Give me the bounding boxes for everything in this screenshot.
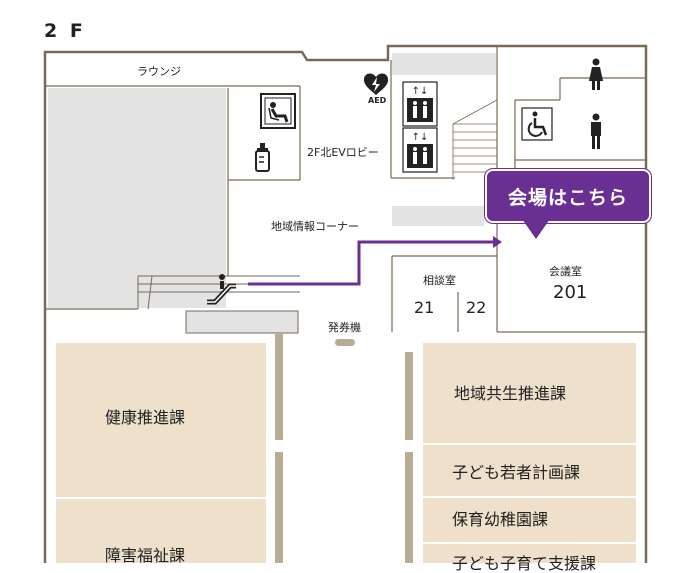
- office-childcare-area: [423, 544, 636, 563]
- office-health-area: [56, 343, 266, 497]
- office-disability-area: [56, 499, 266, 563]
- ticket-machine-label: 発券機: [328, 321, 361, 334]
- office-health-label: 健康推進課: [105, 408, 186, 427]
- office-childcare-label: 子ども子育て支援課: [452, 554, 597, 573]
- aed-label: AED: [368, 96, 387, 105]
- office-youth-area: [423, 445, 636, 496]
- male-icon: [591, 113, 601, 149]
- route-arrow: [248, 236, 502, 286]
- female-icon: [589, 58, 603, 90]
- baby-bottle-icon: [255, 143, 270, 172]
- office-community-label: 地域共生推進課: [454, 384, 567, 403]
- staircase: [452, 99, 498, 180]
- ev-lobby-label: 2F北EVロビー: [307, 146, 379, 159]
- consult-room-22: 22: [466, 298, 487, 317]
- info-corner-label: 地域情報コーナー: [271, 220, 359, 233]
- office-youth-label: 子ども若者計画課: [452, 463, 581, 482]
- meeting-room-number: 201: [553, 282, 588, 303]
- svg-text:↑↓: ↑↓: [412, 132, 429, 143]
- atrium-void: [48, 88, 226, 308]
- office-nursery-label: 保育幼稚園課: [452, 510, 549, 529]
- venue-callout-pointer: [522, 219, 550, 239]
- shaft-block: [392, 53, 496, 75]
- office-nursery-area: [423, 498, 636, 542]
- elevator-icon[interactable]: ↑↓: [402, 127, 438, 173]
- aed-heart-icon: [363, 73, 389, 95]
- ev-corridor-block: [392, 206, 484, 226]
- escalator-icon: [207, 274, 236, 305]
- ticket-machine[interactable]: [335, 339, 355, 346]
- outer-walls: [43, 44, 648, 563]
- svg-text:↑↓: ↑↓: [412, 86, 429, 97]
- counter-block: [185, 310, 299, 334]
- floor-label: 2 F: [44, 20, 86, 42]
- office-disability-label: 障害福祉課: [105, 546, 186, 565]
- office-community-area: [423, 343, 636, 443]
- pillars: [275, 333, 413, 563]
- consult-room-21: 21: [414, 298, 435, 317]
- waiting-seat-icon: [260, 93, 296, 129]
- consult-room-label: 相談室: [423, 274, 456, 287]
- elevator-icon[interactable]: ↑↓: [402, 81, 438, 127]
- venue-callout: 会場はこちら: [485, 169, 651, 223]
- wheelchair-icon: [521, 107, 553, 141]
- lounge-label: ラウンジ: [137, 65, 181, 78]
- meeting-room-label: 会議室: [549, 265, 582, 278]
